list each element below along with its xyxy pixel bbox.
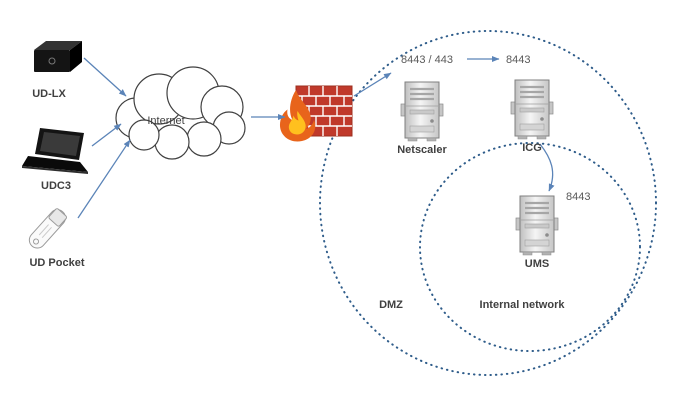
internet-cloud: [115, 66, 246, 160]
labels: UD-LX UDC3 UD Pocket Internet Netscaler …: [29, 54, 590, 311]
flame-icon: [279, 90, 316, 142]
netscaler-port-label: 8443 / 443: [401, 54, 453, 66]
udlx-device-icon: [34, 41, 82, 72]
udc3-label: UDC3: [41, 180, 71, 192]
dmz-zone-circle: [319, 30, 657, 376]
netscaler-server-icon: [399, 80, 445, 143]
arrow-icg-to-ums: [539, 143, 555, 192]
udpocket-usb-icon: [28, 208, 67, 249]
arrow-firewall-to-netscaler: [353, 72, 392, 97]
netscaler-label: Netscaler: [397, 144, 447, 156]
arrow-udpocket-to-internet: [77, 139, 131, 219]
internal-network-zone-circle: [419, 142, 641, 352]
ums-port-label: 8443: [566, 191, 590, 203]
device-logo-icon: [48, 57, 56, 65]
connection-arrows: [77, 56, 555, 219]
internal-network-zone-label: Internal network: [480, 299, 566, 311]
arrow-udlx-to-internet: [83, 57, 127, 97]
udlx-label: UD-LX: [32, 88, 66, 100]
ums-label: UMS: [525, 258, 549, 270]
ums-server-icon: [514, 194, 560, 257]
udc3-laptop-icon: [22, 128, 88, 174]
icg-port-label: 8443: [506, 54, 530, 66]
internet-label: Internet: [147, 115, 184, 127]
icg-server-icon: [509, 78, 555, 141]
udpocket-label: UD Pocket: [29, 257, 84, 269]
arrow-udc3-to-internet: [91, 123, 122, 147]
zone-boundaries: [319, 30, 657, 376]
firewall-icon: [279, 85, 353, 142]
dmz-zone-label: DMZ: [379, 299, 403, 311]
icg-label: ICG: [522, 142, 542, 154]
